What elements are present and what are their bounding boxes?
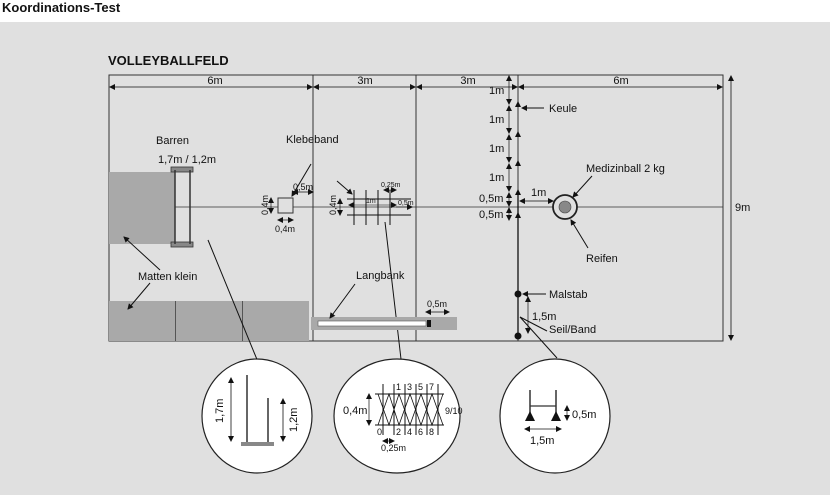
inset-barren-base bbox=[241, 442, 274, 446]
tape-square bbox=[277, 197, 294, 214]
medizinball-label: Medizinball 2 kg bbox=[586, 163, 665, 175]
rope-inset-leader bbox=[519, 316, 558, 359]
keule-label: Keule bbox=[549, 103, 577, 115]
inset-tape-height-label: 0,4m bbox=[343, 405, 367, 417]
square-dim-top-label: 0,5m bbox=[293, 182, 313, 192]
bench-end-mark bbox=[427, 320, 431, 327]
malstab-bottom bbox=[514, 332, 522, 340]
medizinball bbox=[558, 200, 572, 214]
seil-label: Seil/Band bbox=[549, 324, 596, 336]
inset-tape-top-7: 7 bbox=[429, 382, 434, 392]
inset-tape-bottom-8: 8 bbox=[429, 427, 434, 437]
inset-rope-cone-right bbox=[551, 411, 561, 421]
inset-barren-right-label: 1,2m bbox=[288, 408, 300, 432]
col-dim-4: 1m bbox=[489, 172, 504, 184]
mat-row-2 bbox=[176, 301, 242, 341]
inset-barren-left-label: 1,7m bbox=[214, 399, 226, 423]
inset-tape-bottom-6: 6 bbox=[418, 427, 423, 437]
medizinball-leader bbox=[572, 175, 593, 198]
tape-dim-left-label: 0,4m bbox=[328, 195, 338, 215]
col-dim-3: 1m bbox=[489, 143, 504, 155]
inset-rope-height-label: 0,5m bbox=[572, 409, 596, 421]
inset-tape-bottom-4: 4 bbox=[407, 427, 412, 437]
bench-inner bbox=[317, 320, 427, 327]
keule-markers bbox=[515, 101, 521, 218]
rope-dim-label: 1,5m bbox=[532, 311, 556, 323]
col-dim-5: 0,5m bbox=[479, 193, 503, 205]
inset-tape-bottom-2: 2 bbox=[396, 427, 401, 437]
matten-leader-1 bbox=[123, 236, 161, 271]
inset-tape-top-3: 3 bbox=[407, 382, 412, 392]
dim-label-3m-a: 3m bbox=[357, 75, 372, 87]
ball-dim-label: 1m bbox=[531, 187, 546, 199]
field-title: VOLLEYBALLFELD bbox=[108, 53, 229, 68]
matten-label: Matten klein bbox=[138, 271, 197, 283]
tape-ladder-leader bbox=[336, 180, 353, 195]
dim-label-6m-left: 6m bbox=[207, 75, 222, 87]
dim-label-9m: 9m bbox=[735, 202, 750, 214]
malstab-top bbox=[514, 290, 522, 298]
col-dim-2: 1m bbox=[489, 114, 504, 126]
barren-leader bbox=[207, 239, 259, 363]
seil-leader bbox=[519, 316, 548, 332]
bench-dim-label: 0,5m bbox=[427, 299, 447, 309]
mat-row-3 bbox=[243, 301, 309, 341]
page-title: Koordinations-Test bbox=[2, 0, 121, 15]
tape-dim-05-label: 0,5m bbox=[398, 200, 414, 207]
tape-dim-small-label: 0,25m bbox=[381, 182, 401, 189]
reifen-label: Reifen bbox=[586, 253, 618, 265]
inset-rope-cone-left bbox=[525, 411, 535, 421]
dim-label-3m-b: 3m bbox=[460, 75, 475, 87]
barren-bar-bottom bbox=[170, 241, 194, 248]
diagram-panel: VOLLEYBALLFELD 6m 3m 3m 6m 9m Matten kle… bbox=[0, 22, 830, 495]
inset-tape-bottom-dim-label: 0,25m bbox=[381, 443, 406, 453]
inset-tape-bottom-0: 0 bbox=[377, 427, 382, 437]
reifen-leader bbox=[570, 219, 589, 249]
klebeband-label: Klebeband bbox=[286, 134, 339, 146]
square-dim-bottom-label: 0,4m bbox=[275, 224, 295, 234]
square-dim-side-label: 0,4m bbox=[260, 195, 270, 215]
inset-tape-ladder bbox=[375, 384, 444, 435]
tape-ladder-inset-leader bbox=[384, 221, 402, 360]
matten-leader-2 bbox=[127, 282, 151, 310]
langbank-label: Langbank bbox=[356, 270, 405, 282]
inset-tape bbox=[333, 358, 461, 474]
inset-tape-top-5: 5 bbox=[418, 382, 423, 392]
col-dim-1: 1m bbox=[489, 85, 504, 97]
inset-tape-right-label: 9/10 bbox=[445, 406, 463, 416]
tape-dim-1m-label: 1m bbox=[366, 198, 376, 205]
mat-row-1 bbox=[109, 301, 175, 341]
dim-label-6m-right: 6m bbox=[613, 75, 628, 87]
langbank-leader bbox=[329, 283, 356, 319]
inset-tape-top-1: 1 bbox=[396, 382, 401, 392]
barren-heights-label: 1,7m / 1,2m bbox=[158, 154, 216, 166]
barren-bar-top bbox=[170, 166, 194, 173]
inset-rope-width-label: 1,5m bbox=[530, 435, 554, 447]
volleyball-field-diagram: VOLLEYBALLFELD 6m 3m 3m 6m 9m Matten kle… bbox=[108, 53, 750, 474]
mat-left bbox=[109, 172, 175, 244]
barren-label: Barren bbox=[156, 135, 189, 147]
col-dim-6: 0,5m bbox=[479, 209, 503, 221]
malstab-label: Malstab bbox=[549, 289, 588, 301]
